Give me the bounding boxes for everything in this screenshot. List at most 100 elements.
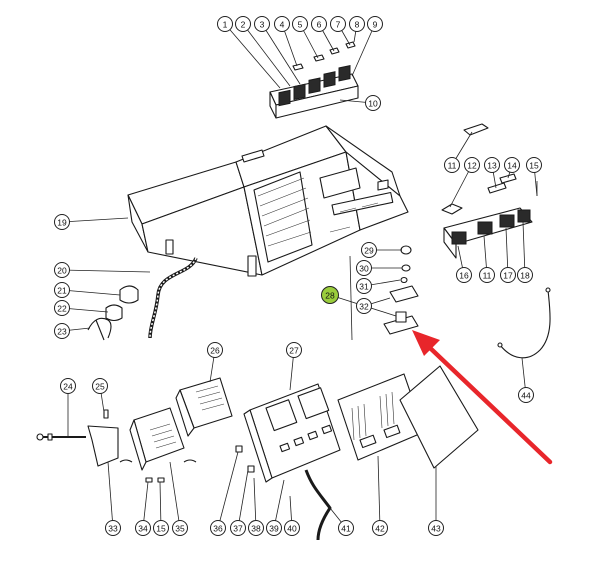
leader-line-c38 <box>253 477 257 529</box>
callout-circle-c15b <box>153 520 169 536</box>
callout-c39: 39 <box>266 520 282 536</box>
clip-21 <box>119 285 139 304</box>
callout-c10: 10 <box>365 95 381 111</box>
callout-c2: 2 <box>235 16 251 32</box>
callout-label-c15a: 15 <box>529 161 539 171</box>
leader-line-c39 <box>273 479 285 529</box>
leader-line-c33 <box>107 461 114 529</box>
leader-line-c37 <box>237 469 249 529</box>
callout-circle-c38 <box>248 520 264 536</box>
callout-circle-c30 <box>356 260 372 276</box>
callout-circle-c25 <box>92 378 108 394</box>
callout-circle-c3 <box>254 16 270 32</box>
callout-c18: 18 <box>517 267 533 283</box>
callout-circle-c13 <box>484 157 500 173</box>
callout-circle-c4 <box>274 16 290 32</box>
callout-circle-c20 <box>54 262 70 278</box>
callout-circle-c11b <box>479 267 495 283</box>
callout-label-c23: 23 <box>57 327 67 337</box>
leader-line-c3 <box>261 23 301 85</box>
callout-circle-c8 <box>349 16 365 32</box>
callout-c19: 19 <box>54 214 70 230</box>
callout-circle-c17 <box>500 267 516 283</box>
callout-label-c6: 6 <box>317 20 322 30</box>
callout-c3: 3 <box>254 16 270 32</box>
callout-c23: 23 <box>54 323 70 339</box>
callout-label-c27: 27 <box>289 346 299 356</box>
callout-label-c42: 42 <box>375 524 385 534</box>
callout-c21: 21 <box>54 282 70 298</box>
callout-label-c10: 10 <box>368 99 378 109</box>
callout-c42: 42 <box>372 520 388 536</box>
callout-circle-c33 <box>105 520 121 536</box>
callout-c28: 28 <box>321 286 339 304</box>
leader-line-c20 <box>61 269 151 273</box>
callout-label-c21: 21 <box>57 286 67 296</box>
cable-44 <box>499 289 551 359</box>
callout-label-c19: 19 <box>57 218 67 228</box>
callout-label-c26: 26 <box>210 346 220 356</box>
callout-circle-c28 <box>321 286 339 304</box>
callout-c7: 7 <box>330 16 346 32</box>
callout-label-c41: 41 <box>341 524 351 534</box>
callout-circle-c14 <box>504 157 520 173</box>
callout-c15a: 15 <box>526 157 542 173</box>
callout-circle-c31 <box>356 278 372 294</box>
leader-line-c18 <box>522 221 526 276</box>
callout-c35: 35 <box>172 520 188 536</box>
switch-cluster-top <box>269 41 359 119</box>
switch-cluster-right <box>441 123 538 259</box>
callout-c32: 32 <box>356 298 372 314</box>
leader-line-c9 <box>351 23 376 77</box>
callout-c4: 4 <box>274 16 290 32</box>
callout-label-c5: 5 <box>298 20 303 30</box>
callout-c30: 30 <box>356 260 372 276</box>
gauge-panel <box>235 383 341 541</box>
callout-circle-c6 <box>311 16 327 32</box>
leader-line-c42 <box>377 455 381 529</box>
callout-label-c32: 32 <box>359 302 369 312</box>
callout-label-c11a: 11 <box>448 161 457 171</box>
wiring-harness <box>148 257 198 339</box>
callout-c20: 20 <box>54 262 70 278</box>
callout-label-c20: 20 <box>57 266 67 276</box>
callout-c22: 22 <box>54 300 70 316</box>
callout-c40: 40 <box>284 520 300 536</box>
callout-c34: 34 <box>135 520 151 536</box>
lower-left-parts <box>36 377 233 483</box>
callout-circle-c32 <box>356 298 372 314</box>
callout-circle-c18 <box>517 267 533 283</box>
callout-label-c43: 43 <box>431 524 441 534</box>
callout-label-c31: 31 <box>359 282 369 292</box>
callout-label-c4: 4 <box>280 20 285 30</box>
callout-label-c38: 38 <box>251 524 261 534</box>
callout-label-c8: 8 <box>355 20 360 30</box>
callout-c9: 9 <box>367 16 383 32</box>
callout-circle-c35 <box>172 520 188 536</box>
callout-circle-c9 <box>367 16 383 32</box>
callout-c31: 31 <box>356 278 372 294</box>
callout-label-c11b: 11 <box>483 271 492 281</box>
callout-c26: 26 <box>207 342 223 358</box>
callout-c12: 12 <box>464 157 480 173</box>
callout-c13: 13 <box>484 157 500 173</box>
callout-label-c3: 3 <box>260 20 265 30</box>
callout-c16: 16 <box>456 267 472 283</box>
callout-label-c30: 30 <box>359 264 369 274</box>
callout-label-c14: 14 <box>507 161 517 171</box>
pointer-arrow <box>412 330 553 465</box>
callout-circle-c12 <box>464 157 480 173</box>
callout-c1: 1 <box>217 16 233 32</box>
callout-c15b: 15 <box>153 520 169 536</box>
callout-label-c24: 24 <box>63 382 73 392</box>
leader-line-c19 <box>61 217 129 223</box>
callout-circle-c26 <box>207 342 223 358</box>
callout-label-c16: 16 <box>459 271 469 281</box>
clip-22 <box>105 304 123 322</box>
callout-label-c40: 40 <box>287 524 297 534</box>
callout-label-c17: 17 <box>503 271 513 281</box>
callout-c44: 44 <box>518 387 534 403</box>
callout-c11a: 11 <box>444 157 460 173</box>
